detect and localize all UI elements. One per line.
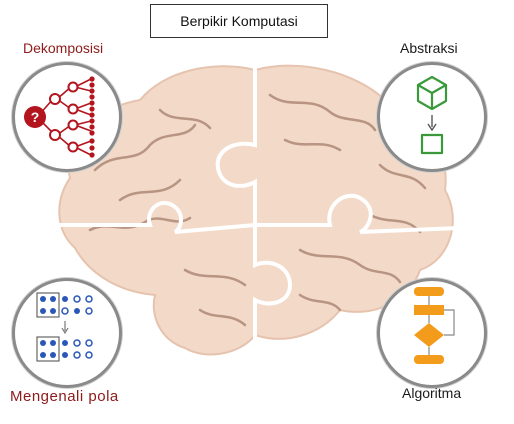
question-mark-icon (24, 106, 46, 128)
flowchart-icon (414, 287, 455, 364)
pattern-circle (12, 278, 122, 388)
pattern-label: Mengenali pola (10, 388, 119, 405)
title-box: Berpikir Komputasi (150, 4, 328, 38)
cube-to-square-icon (416, 75, 448, 155)
abstraction-circle (377, 62, 487, 172)
abstraction-label: Abstraksi (400, 40, 458, 56)
title-text: Berpikir Komputasi (180, 13, 298, 29)
algorithm-label: Algoritma (402, 385, 462, 401)
decomposition-circle: ? (12, 62, 122, 172)
algorithm-circle (377, 278, 487, 388)
decomposition-tree-icon: ? (24, 76, 95, 158)
brain-wrinkles (88, 93, 427, 327)
decomposition-label: Dekomposisi (23, 40, 104, 56)
svg-text:?: ? (31, 109, 40, 125)
dot-grid-pattern-icon (36, 292, 93, 362)
puzzle-seams (50, 68, 461, 355)
